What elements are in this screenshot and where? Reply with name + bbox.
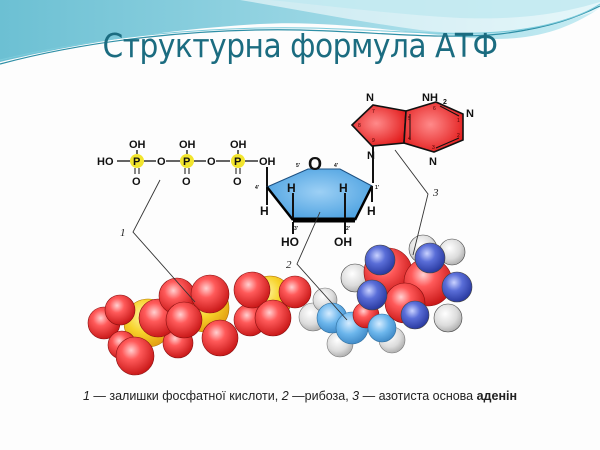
phosphate-o-3: O bbox=[233, 176, 242, 188]
adenine-n7: N bbox=[366, 92, 374, 104]
bridge-oxygen-1: O bbox=[157, 156, 166, 168]
pointer-label-2: 2 bbox=[286, 259, 292, 271]
ring-num-5: 5 bbox=[408, 116, 411, 122]
ring-num-1: 1 bbox=[457, 118, 460, 124]
adenine-n1: N bbox=[466, 108, 474, 120]
phosphate-chain-formula: HO P OH O O P OH O O P OH bbox=[97, 139, 276, 188]
phosphorus-atom-3: P bbox=[234, 156, 241, 168]
adenine-amino: NH bbox=[422, 92, 438, 104]
caption-num-1: 1 bbox=[82, 389, 90, 403]
ribose-h-c4: H bbox=[260, 204, 269, 218]
caption-text-3: — азотиста основа bbox=[359, 389, 477, 403]
ribose-ring-oxygen: O bbox=[308, 154, 322, 174]
phosphate-o-1: O bbox=[132, 176, 141, 188]
ring-num-4: 4 bbox=[408, 136, 411, 142]
ring-num-6: 6 bbox=[433, 106, 436, 112]
caption-text-2: —рибоза, bbox=[288, 389, 353, 403]
pointer-label-3: 3 bbox=[432, 187, 439, 199]
phosphorus-atom-1: P bbox=[133, 156, 140, 168]
phosphate-oh-2: OH bbox=[179, 139, 196, 151]
c4-label: 4′ bbox=[255, 185, 260, 191]
ribose-h-left: H bbox=[287, 181, 296, 195]
caption-num-2: 2 bbox=[281, 389, 289, 403]
pointer-label-1: 1 bbox=[120, 227, 126, 239]
caption-bold-adenine: аденін bbox=[476, 389, 518, 403]
ribose-oh-c2: OH bbox=[334, 235, 352, 249]
bridge-oxygen-2: O bbox=[207, 156, 216, 168]
slide-title: Структурна формула АТФ bbox=[102, 26, 498, 65]
ribose-ho-c3: HO bbox=[281, 235, 299, 249]
header-wave-decoration bbox=[0, 0, 600, 65]
phosphate-o-2: O bbox=[182, 176, 191, 188]
ring-num-9: 9 bbox=[372, 138, 375, 144]
adenine-ring: N NH 2 N N N 7 8 9 5 4 6 1 2 3 bbox=[350, 92, 474, 183]
ring-num-2: 2 bbox=[457, 133, 460, 139]
ribose-h-right: H bbox=[339, 181, 348, 195]
phosphate-oh-1: OH bbox=[129, 139, 146, 151]
c4-top-label: 4′ bbox=[334, 163, 339, 169]
c2-label: 2′ bbox=[346, 226, 351, 232]
ribose-h-c1: H bbox=[367, 204, 376, 218]
phosphate-left-ho: HO bbox=[97, 156, 114, 168]
adenine-n3: N bbox=[429, 156, 437, 168]
adenine-amino-subscript: 2 bbox=[443, 99, 447, 106]
space-filling-phosphates bbox=[87, 271, 312, 376]
c3-label: 3′ bbox=[294, 226, 299, 232]
diagram-caption: 1 — залишки фосфатної кислоти, 2 —рибоза… bbox=[0, 389, 600, 403]
adenine-n9: N bbox=[367, 150, 375, 162]
caption-num-3: 3 bbox=[352, 389, 360, 403]
phosphate-right-oh: OH bbox=[259, 156, 276, 168]
space-filling-adenine bbox=[340, 234, 473, 333]
ring-num-3: 3 bbox=[432, 145, 435, 151]
caption-text-1: — залишки фосфатної кислоти, bbox=[89, 389, 282, 403]
phosphorus-atom-2: P bbox=[183, 156, 190, 168]
ribose-ring: O 5′ 4′ 4′ 1′ 3′ 2′ H H H H HO OH bbox=[255, 154, 380, 249]
atp-structure-diagram: HO P OH O O P OH O O P OH bbox=[87, 92, 474, 376]
pointer-lines bbox=[132, 149, 429, 321]
c1-label: 1′ bbox=[375, 185, 380, 191]
ring-num-8: 8 bbox=[358, 123, 361, 129]
phosphate-oh-3: OH bbox=[230, 139, 247, 151]
ring-num-7: 7 bbox=[372, 109, 375, 115]
c5-label: 5′ bbox=[296, 163, 301, 169]
